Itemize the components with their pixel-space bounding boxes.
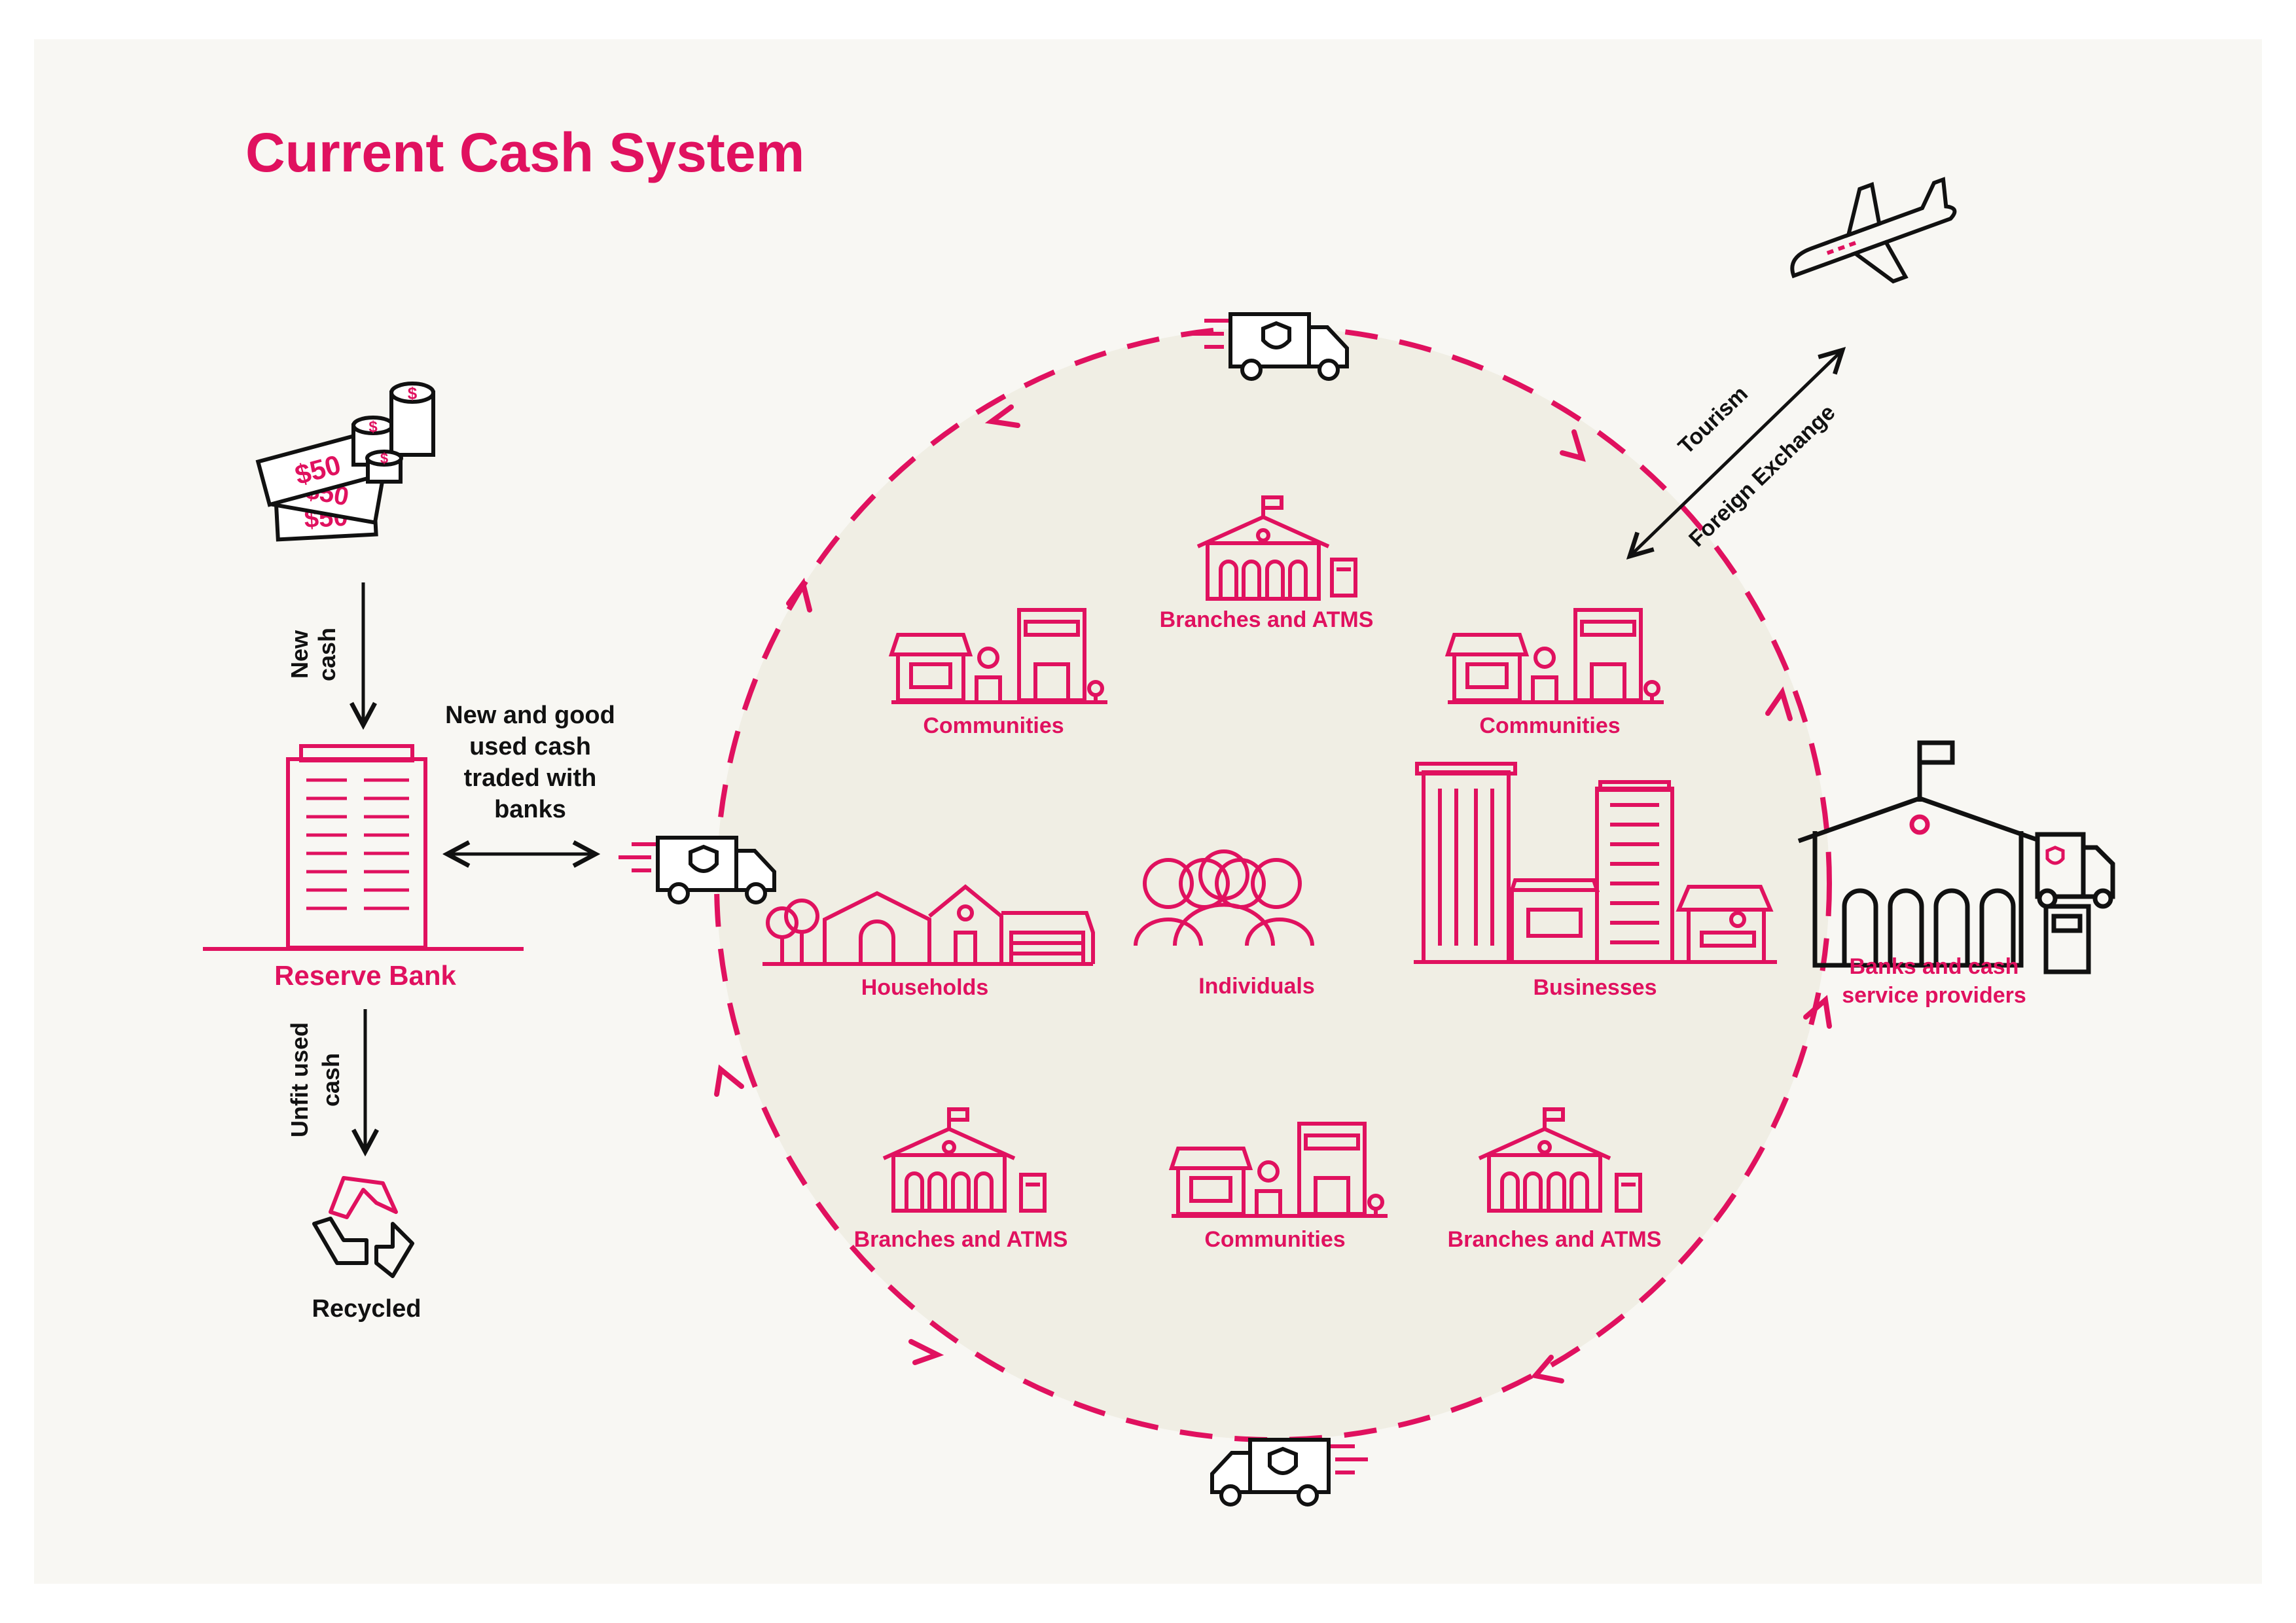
communities-bottom-label: Communities [1204, 1227, 1345, 1252]
households-icon [762, 884, 1095, 966]
communities-icon-left [888, 608, 1107, 704]
branches-top-label: Branches and ATMS [1160, 607, 1374, 632]
coin-symbol-3: $ [380, 450, 388, 467]
branches-bottom-left-label: Branches and ATMS [854, 1227, 1068, 1252]
branch-atm-icon-top [1196, 495, 1357, 601]
communities-icon-right [1444, 608, 1664, 704]
bank-building-icon [1797, 740, 2115, 974]
unfit-cash-label-2: cash [317, 1053, 344, 1107]
tourism-double-arrow [1630, 350, 1842, 556]
ring-arrowheads [714, 404, 1832, 1383]
traded-text-block: New and good used cash traded with banks [445, 702, 615, 823]
armored-truck-top [1191, 312, 1349, 381]
traded-line-1: New and good [445, 702, 615, 729]
armored-truck-left [619, 836, 776, 904]
banks-label-1: Banks and cash [1850, 954, 2019, 979]
branches-bottom-right-label: Branches and ATMS [1448, 1227, 1662, 1252]
recycle-icon [312, 1176, 414, 1278]
unfit-cash-label-1: Unfit used [286, 1022, 313, 1137]
armored-truck-bottom [1210, 1438, 1368, 1507]
page-title: Current Cash System [245, 122, 804, 183]
individuals-icon [1134, 849, 1314, 946]
households-label: Households [861, 975, 989, 1000]
communities-left-label: Communities [923, 713, 1064, 738]
coin-symbol-1: $ [408, 383, 418, 403]
economy-circle [717, 327, 1829, 1440]
branch-atm-icon-bottom-left [882, 1107, 1047, 1213]
circulation-dashed-ring [714, 325, 1832, 1442]
traded-line-2: used cash [469, 733, 591, 760]
individuals-label: Individuals [1198, 974, 1315, 999]
recycled-label: Recycled [312, 1295, 422, 1323]
businesses-icon [1414, 762, 1777, 964]
traded-line-4: banks [494, 796, 566, 823]
banks-label-2: service providers [1842, 983, 2026, 1008]
branch-atm-icon-bottom-right [1478, 1107, 1642, 1213]
communities-icon-bottom [1168, 1122, 1388, 1218]
communities-right-label: Communities [1479, 713, 1620, 738]
new-cash-icon: $50 $50 $50 $ $ $ [255, 382, 435, 542]
reserve-bank-building-icon [203, 744, 524, 951]
coin-symbol-2: $ [368, 418, 378, 436]
new-cash-label-1: New [286, 630, 313, 679]
businesses-label: Businesses [1534, 975, 1657, 1000]
traded-line-3: traded with [464, 764, 597, 792]
airplane-icon [1790, 177, 1957, 284]
reserve-bank-label: Reserve Bank [274, 960, 456, 991]
coin-stack-icon [351, 382, 435, 484]
new-cash-label-2: cash [314, 628, 340, 681]
